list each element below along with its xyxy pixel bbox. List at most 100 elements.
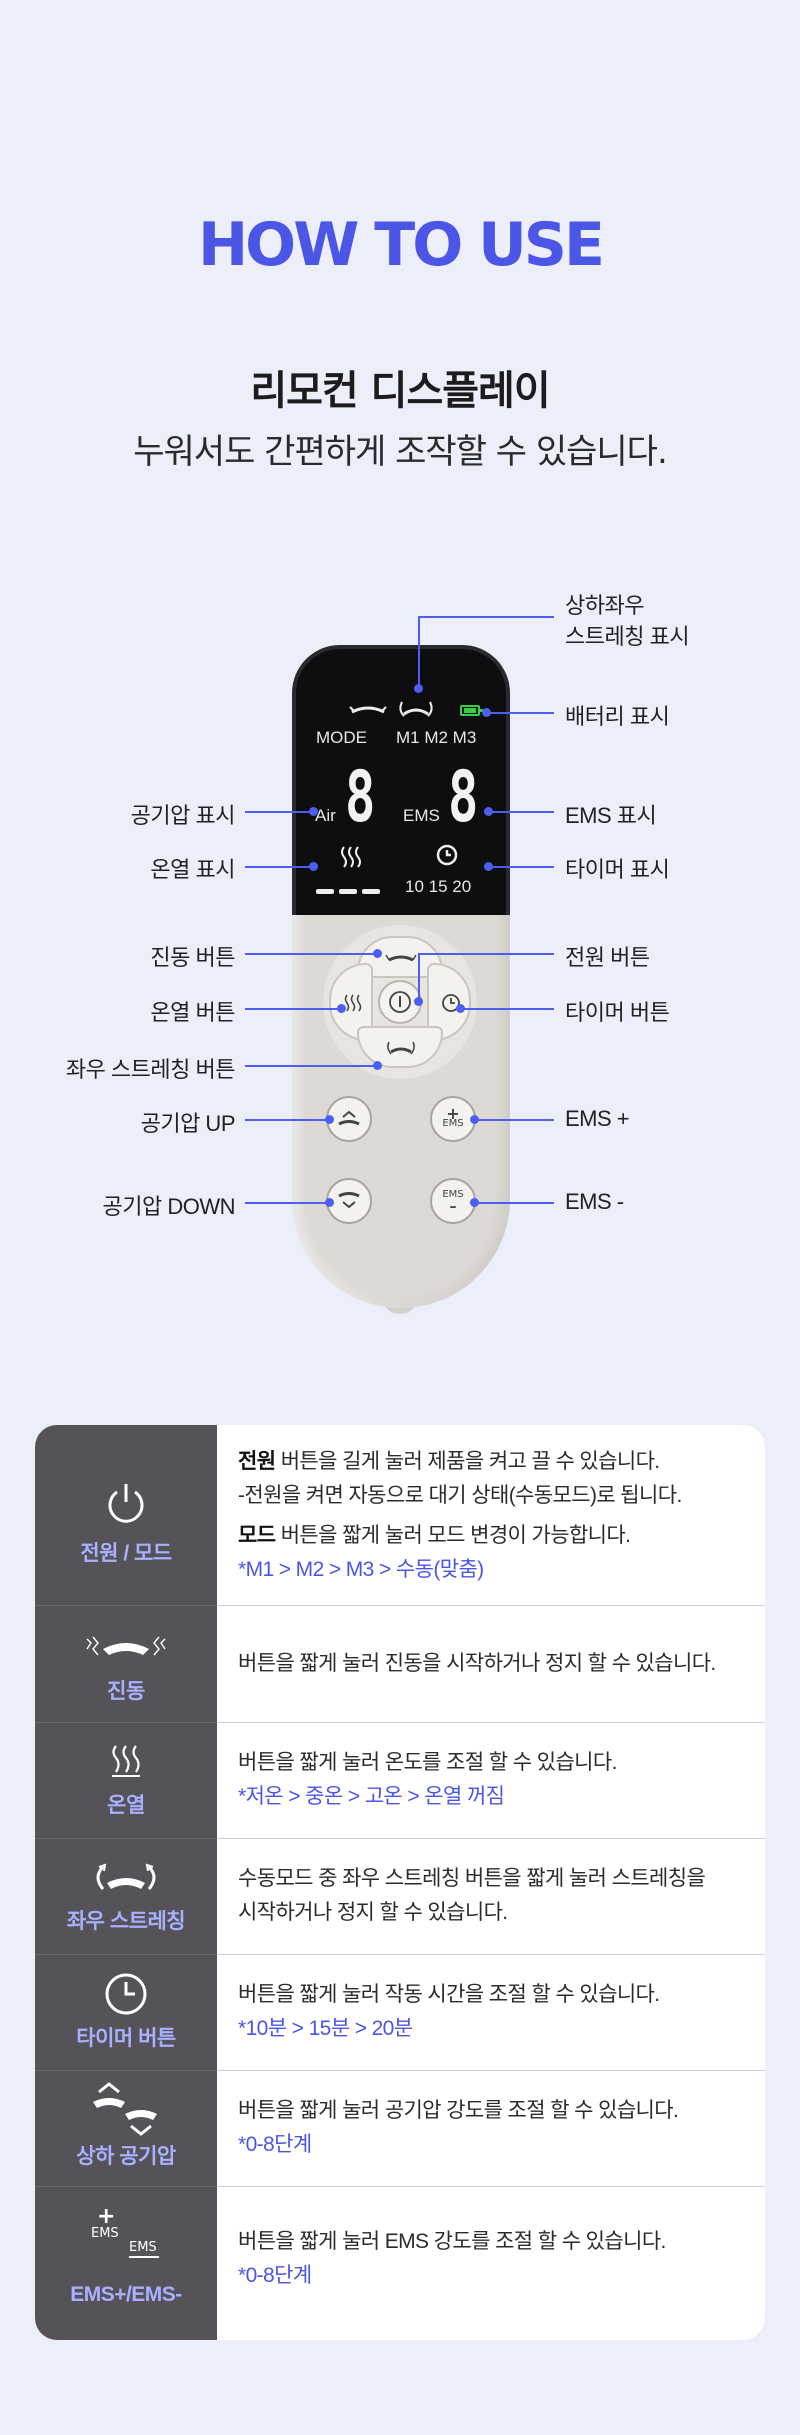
air-label: Air bbox=[315, 806, 336, 825]
timer-display-icon bbox=[436, 844, 458, 866]
heat-level-bar-2 bbox=[339, 889, 357, 894]
section-subtitle: 리모컨 디스플레이 bbox=[250, 368, 550, 414]
callout-line bbox=[245, 1008, 341, 1010]
row-label-vibration: 진동 bbox=[107, 1680, 145, 1703]
remote-display bbox=[292, 645, 510, 915]
heat-icon-wrap bbox=[35, 1743, 217, 1779]
callout-timer-button: 타이머 버튼 bbox=[565, 1000, 670, 1025]
callout-ems-display: EMS 표시 bbox=[565, 803, 657, 828]
heat-display-icon bbox=[341, 846, 361, 868]
mode-sequence-note: *M1 > M2 > M3 > 수동(맞춤) bbox=[238, 1558, 484, 1581]
ems-level-note: *0-8단계 bbox=[238, 2264, 312, 2287]
callout-heat-button: 온열 버튼 bbox=[150, 1000, 235, 1025]
heat-level-bar-1 bbox=[316, 889, 334, 894]
ems-label: EMS bbox=[403, 806, 440, 825]
callout-line bbox=[486, 712, 554, 714]
ems-minus-button[interactable]: EMS – bbox=[430, 1178, 476, 1224]
row-label-heat: 온열 bbox=[107, 1794, 145, 1817]
callout-dot bbox=[414, 997, 423, 1006]
callout-dot bbox=[482, 708, 491, 717]
vibration-icon bbox=[385, 954, 417, 962]
callout-dot bbox=[414, 684, 423, 693]
mode-label: MODE bbox=[316, 728, 367, 747]
callout-dot bbox=[309, 807, 318, 816]
power-mode-icon-wrap bbox=[35, 1480, 217, 1526]
row-divider bbox=[35, 1722, 217, 1723]
callout-line bbox=[418, 616, 554, 618]
callout-battery-display: 배터리 표시 bbox=[565, 704, 670, 729]
row-desc-heat: 버튼을 짧게 눌러 온도를 조절 할 수 있습니다. *저온 > 중온 > 고온… bbox=[238, 1746, 758, 1814]
callout-line bbox=[474, 1119, 554, 1121]
ems-minus-text: EMS bbox=[442, 1189, 464, 1200]
stretch-icon bbox=[96, 1863, 156, 1890]
stretch-display-icon bbox=[399, 701, 433, 717]
air-pressure-icon-wrap bbox=[35, 2080, 217, 2138]
callout-line bbox=[488, 866, 554, 868]
callout-dot bbox=[373, 1061, 382, 1070]
vibration-icon-wrap bbox=[35, 1629, 217, 1663]
mode-keyword: 모드 bbox=[238, 1524, 276, 1547]
row-label-air-pressure: 상하 공기압 bbox=[76, 2145, 176, 2168]
timer-icon bbox=[105, 1973, 147, 2015]
stretch-button[interactable] bbox=[357, 1026, 443, 1068]
callout-timer-display: 타이머 표시 bbox=[565, 857, 670, 882]
callout-vibration-button: 진동 버튼 bbox=[150, 945, 235, 970]
row-desc-stretch: 수동모드 중 좌우 스트레칭 버튼을 짧게 눌러 스트레칭을 시작하거나 정지 … bbox=[238, 1867, 706, 1924]
callout-power-button: 전원 버튼 bbox=[565, 945, 650, 970]
mode-list: M1 M2 M3 bbox=[396, 728, 477, 747]
air-up-icon bbox=[338, 1110, 360, 1126]
callout-line bbox=[245, 1065, 377, 1067]
plus-icon: + bbox=[97, 2204, 116, 2229]
timer-sequence-note: *10분 > 15분 > 20분 bbox=[238, 2017, 413, 2040]
callout-dot bbox=[325, 1198, 334, 1207]
air-down-button[interactable] bbox=[326, 1178, 372, 1224]
callout-line bbox=[488, 811, 554, 813]
callout-line bbox=[418, 616, 420, 688]
air-level-note: *0-8단계 bbox=[238, 2133, 312, 2156]
power-icon bbox=[389, 991, 411, 1013]
row-desc-power-mode: 전원 버튼을 길게 눌러 제품을 켜고 끌 수 있습니다. -전원을 켜면 자동… bbox=[238, 1445, 758, 1587]
power-keyword: 전원 bbox=[238, 1450, 276, 1473]
battery-icon bbox=[460, 705, 483, 716]
minus-icon bbox=[129, 2256, 159, 2258]
ems-plus-text: EMS bbox=[442, 1118, 464, 1129]
callout-dot bbox=[470, 1115, 479, 1124]
function-table: 전원 / 모드 전원 버튼을 길게 눌러 제품을 켜고 끌 수 있습니다. -전… bbox=[35, 1425, 765, 2340]
timer-icon bbox=[442, 994, 460, 1012]
callout-line bbox=[460, 1008, 554, 1010]
heat-level-bar-3 bbox=[362, 889, 380, 894]
row-desc-ems: 버튼을 짧게 눌러 EMS 강도를 조절 할 수 있습니다. *0-8단계 bbox=[238, 2225, 758, 2293]
callout-line bbox=[418, 953, 554, 955]
stretch-icon bbox=[387, 1041, 415, 1055]
power-icon bbox=[108, 1484, 144, 1523]
ems-plus-button[interactable]: + EMS bbox=[430, 1096, 476, 1142]
callout-heat-display: 온열 표시 bbox=[150, 857, 235, 882]
callout-air-down: 공기압 DOWN bbox=[102, 1194, 236, 1219]
callout-stretch-display-line2: 스트레칭 표시 bbox=[565, 624, 690, 649]
callout-air-up: 공기압 UP bbox=[140, 1111, 236, 1136]
row-desc-air-pressure: 버튼을 짧게 눌러 공기압 강도를 조절 할 수 있습니다. *0-8단계 bbox=[238, 2094, 758, 2162]
heat-sequence-note: *저온 > 중온 > 고온 > 온열 꺼짐 bbox=[238, 1785, 505, 1808]
ems-plus-label: EMS bbox=[91, 2226, 119, 2241]
callout-air-display: 공기압 표시 bbox=[130, 803, 236, 828]
callout-stretch-button: 좌우 스트레칭 버튼 bbox=[65, 1057, 236, 1082]
air-pressure-icon bbox=[93, 2082, 157, 2136]
row-divider bbox=[35, 1838, 765, 1839]
row-divider bbox=[35, 2070, 765, 2071]
section-description: 누워서도 간편하게 조작할 수 있습니다. bbox=[133, 432, 668, 472]
callout-dot bbox=[309, 862, 318, 871]
callout-dot bbox=[484, 862, 493, 871]
row-divider bbox=[35, 2070, 217, 2071]
row-divider bbox=[35, 2186, 765, 2187]
timer-icon-wrap bbox=[35, 1972, 217, 2016]
plus-icon: + bbox=[446, 1104, 460, 1123]
callout-ems-plus: EMS + bbox=[565, 1106, 630, 1131]
callout-line bbox=[245, 1202, 329, 1204]
row-desc-vibration: 버튼을 짧게 눌러 진동을 시작하거나 정지 할 수 있습니다. bbox=[238, 1652, 716, 1675]
minus-icon: – bbox=[449, 1199, 457, 1215]
callout-line bbox=[245, 866, 313, 868]
row-label-ems: EMS+/EMS- bbox=[70, 2283, 182, 2306]
callout-dot bbox=[456, 1004, 465, 1013]
row-label-timer: 타이머 버튼 bbox=[76, 2027, 176, 2050]
stretch-icon-wrap bbox=[35, 1859, 217, 1897]
